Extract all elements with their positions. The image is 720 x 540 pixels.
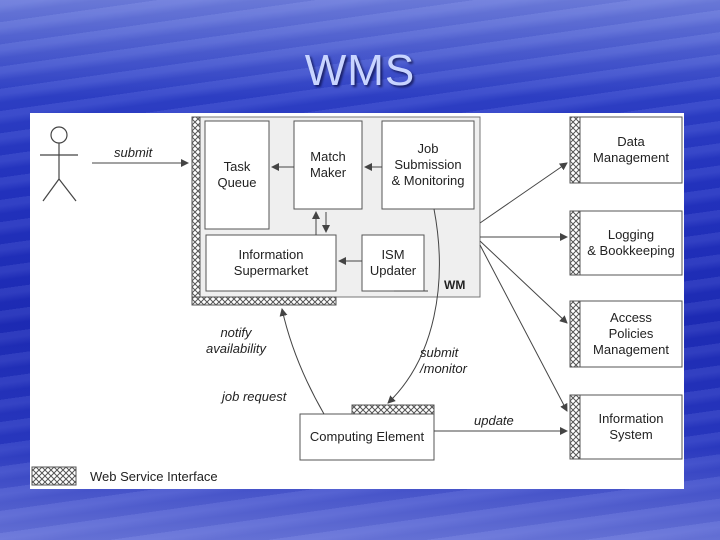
submit-label: submit	[114, 145, 153, 160]
submit-monitor-line-1: submit	[420, 345, 459, 360]
legend-label: Web Service Interface	[90, 469, 218, 484]
logging-line-2: & Bookkeeping	[587, 243, 675, 258]
supermarket-line-1: Information	[238, 247, 304, 262]
notify-line-1: notify	[220, 325, 252, 340]
task-queue-box	[204, 120, 270, 230]
job-submission-line-1: Job	[417, 141, 439, 156]
job-request-label: job request	[222, 389, 287, 404]
access-policies-interface	[569, 300, 581, 368]
logging-interface	[569, 210, 581, 276]
information-system-interface	[569, 394, 581, 460]
logging-label: Logging& Bookkeeping	[580, 211, 682, 275]
notify-availability-arrow	[279, 308, 325, 415]
slide-title: WMS	[304, 46, 416, 95]
logging-line-1: Logging	[607, 227, 655, 242]
match-maker-line-1: Match	[310, 149, 346, 164]
job-submission-line-2: Submission	[394, 157, 462, 172]
logging-box	[579, 210, 683, 276]
access-line-3: Management	[593, 342, 669, 357]
access-line-1: Access	[610, 310, 652, 325]
wm-label: WM	[444, 278, 466, 292]
legend-swatch	[31, 466, 77, 486]
infosys-line-2: System	[609, 427, 653, 442]
submit-monitor-label: submit/monitor	[420, 345, 467, 377]
infosys-line-1: Information	[598, 411, 664, 426]
data-management-line-1: Data	[617, 134, 645, 149]
ism-updater-box	[361, 234, 425, 292]
data-management-interface	[569, 116, 581, 184]
computing-element-label: Computing Element	[309, 429, 425, 444]
information-system-box	[579, 394, 683, 460]
computing-element-box	[299, 413, 435, 461]
ism-updater-line-2: Updater	[369, 263, 417, 278]
wm-to-data-arrow	[479, 162, 568, 224]
computing-element-interface	[351, 404, 435, 415]
ism-updater-line-1: ISM	[381, 247, 405, 262]
data-management-line-2: Management	[593, 150, 669, 165]
user-actor	[40, 126, 78, 202]
job-submission-box	[381, 120, 475, 210]
task-queue-line-2: Queue	[217, 175, 257, 190]
match-maker-line-2: Maker	[309, 165, 347, 180]
update-label: update	[474, 413, 514, 428]
match-maker-box	[293, 120, 363, 210]
supermarket-line-2: Supermarket	[233, 263, 309, 278]
job-submission-line-3: & Monitoring	[391, 173, 465, 188]
information-supermarket-box	[205, 234, 337, 292]
access-line-2: Policies	[608, 326, 654, 341]
access-policies-box	[579, 300, 683, 368]
data-management-box	[579, 116, 683, 184]
diagram-graphics	[31, 116, 683, 486]
wm-interface-bottom	[191, 296, 337, 306]
wm-to-infosys-arrow	[479, 244, 568, 412]
submit-monitor-arrow	[387, 208, 440, 404]
wm-interface-left	[191, 116, 201, 306]
task-queue-line-1: Task	[223, 159, 251, 174]
submit-monitor-line-2: /monitor	[420, 361, 467, 376]
notify-line-2: availability	[206, 341, 266, 356]
wm-to-access-arrow	[479, 240, 568, 324]
